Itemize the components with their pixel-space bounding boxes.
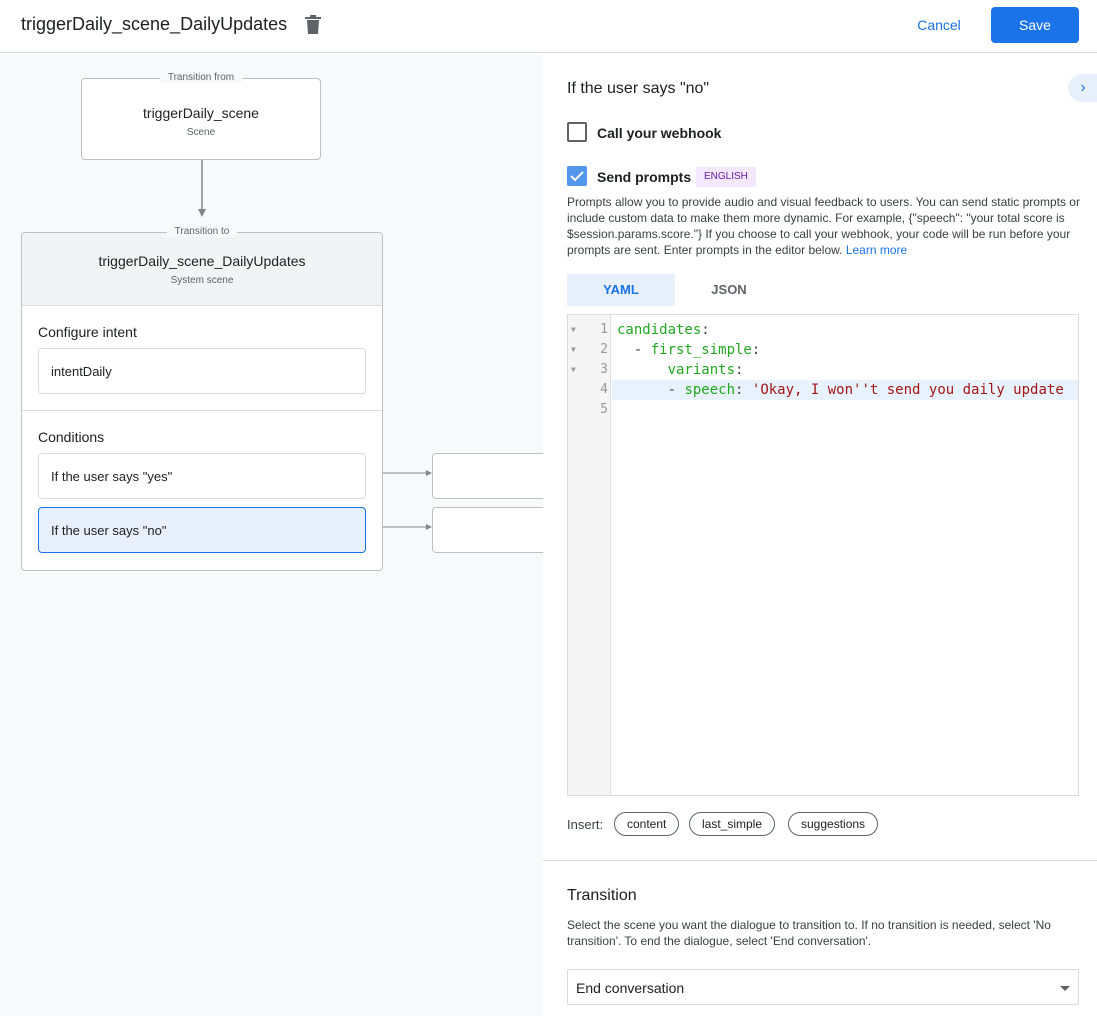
transition-from-legend: Transition from <box>159 72 243 83</box>
top-bar: triggerDaily_scene_DailyUpdates Cancel S… <box>0 0 1097 53</box>
insert-label: Insert: <box>567 817 604 832</box>
trash-icon[interactable] <box>305 15 321 34</box>
tab-yaml[interactable]: YAML <box>567 274 675 306</box>
condition-no[interactable]: If the user says "no" <box>38 507 366 553</box>
transition-to-legend: Transition to <box>166 226 238 237</box>
intent-field[interactable]: intentDaily <box>38 348 366 394</box>
transition-description: Select the scene you want the dialogue t… <box>567 918 1051 948</box>
to-scene-name: triggerDaily_scene_DailyUpdates <box>98 253 306 269</box>
insert-last-simple-chip[interactable]: last_simple <box>689 812 776 836</box>
fold-icon[interactable]: ▼ <box>571 365 576 374</box>
fold-icon[interactable]: ▼ <box>571 345 576 354</box>
condition-yes-target[interactable] <box>432 453 543 499</box>
send-prompts-label: Send prompts <box>597 169 692 185</box>
transition-value: End conversation <box>576 980 685 996</box>
condition-panel: › If the user says "no" Call your webhoo… <box>543 54 1097 1016</box>
cancel-button[interactable]: Cancel <box>903 7 975 43</box>
transition-heading: Transition <box>567 887 637 904</box>
page-title: triggerDaily_scene_DailyUpdates <box>21 14 288 34</box>
dropdown-arrow-icon <box>1060 986 1070 991</box>
panel-heading: If the user says "no" <box>567 80 710 97</box>
transition-from-node[interactable]: Transition from triggerDaily_scene Scene <box>81 72 321 160</box>
webhook-label: Call your webhook <box>597 125 722 141</box>
learn-more-link[interactable]: Learn more <box>845 243 908 257</box>
transition-to-node: Transition to triggerDaily_scene_DailyUp… <box>21 226 383 571</box>
conditions-label: Conditions <box>38 429 105 445</box>
description-text: Prompts allow you to provide audio and v… <box>567 195 1080 257</box>
send-prompts-checkbox[interactable] <box>567 166 587 186</box>
from-scene-type: Scene <box>186 127 216 138</box>
to-scene-type: System scene <box>170 275 234 286</box>
scene-canvas: Transition from triggerDaily_scene Scene… <box>0 54 543 1016</box>
save-button[interactable]: Save <box>991 7 1079 43</box>
condition-no-target[interactable] <box>432 507 543 553</box>
transition-select[interactable]: End conversation <box>567 969 1079 1005</box>
collapse-panel-button[interactable]: › <box>1068 74 1097 102</box>
webhook-checkbox[interactable] <box>567 122 587 142</box>
check-icon <box>570 171 584 182</box>
insert-content-chip[interactable]: content <box>614 812 680 836</box>
configure-intent-label: Configure intent <box>38 324 137 340</box>
chevron-right-icon: › <box>1080 79 1086 96</box>
language-badge: ENGLISH <box>696 167 756 187</box>
from-scene-name: triggerDaily_scene <box>143 105 259 121</box>
insert-suggestions-chip[interactable]: suggestions <box>788 812 879 836</box>
tab-json[interactable]: JSON <box>711 282 747 297</box>
fold-icon[interactable]: ▼ <box>571 325 576 334</box>
prompts-description: Prompts allow you to provide audio and v… <box>567 194 1082 258</box>
condition-yes[interactable]: If the user says "yes" <box>38 453 366 499</box>
